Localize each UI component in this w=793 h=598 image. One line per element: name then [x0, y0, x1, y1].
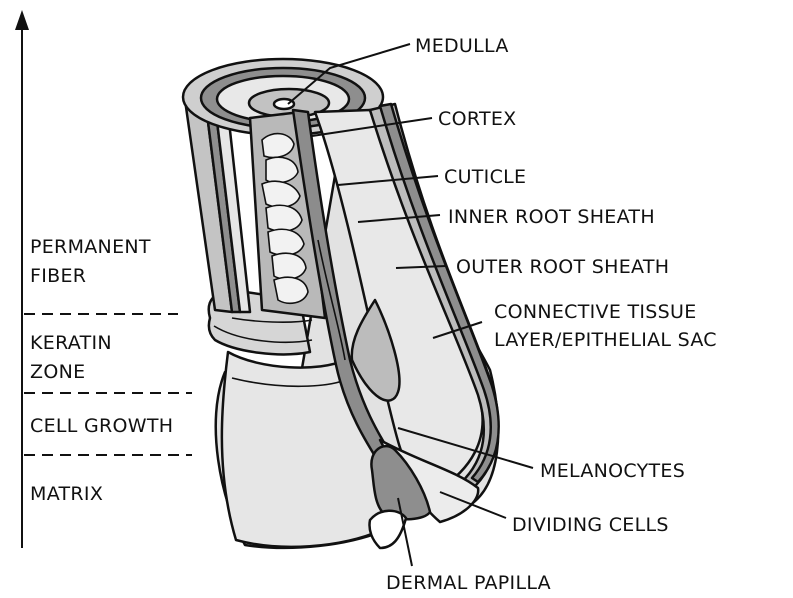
label-matrix: MATRIX — [30, 483, 103, 505]
label-dividing-cells: DIVIDING CELLS — [512, 514, 669, 536]
label-connective-tissue-line1: CONNECTIVE TISSUE — [494, 301, 697, 323]
label-cell-growth: CELL GROWTH — [30, 415, 173, 437]
axis-arrowhead-icon — [15, 10, 29, 30]
label-keratin-zone-line1: KERATIN — [30, 332, 112, 354]
label-cuticle: CUTICLE — [444, 166, 526, 188]
label-keratin-zone-line2: ZONE — [30, 361, 85, 383]
growth-axis — [15, 10, 29, 548]
label-connective-tissue-line2: LAYER/EPITHELIAL SAC — [494, 329, 717, 351]
label-permanent-fiber-line2: FIBER — [30, 265, 86, 287]
label-melanocytes: MELANOCYTES — [540, 460, 685, 482]
label-inner-root-sheath: INNER ROOT SHEATH — [448, 206, 655, 228]
label-permanent-fiber-line1: PERMANENT — [30, 236, 151, 258]
label-cortex: CORTEX — [438, 108, 516, 130]
label-medulla: MEDULLA — [415, 35, 509, 57]
label-dermal-papilla: DERMAL PAPILLA — [386, 572, 551, 594]
label-outer-root-sheath: OUTER ROOT SHEATH — [456, 256, 669, 278]
zone-labels: PERMANENT FIBER KERATIN ZONE CELL GROWTH… — [30, 236, 173, 505]
